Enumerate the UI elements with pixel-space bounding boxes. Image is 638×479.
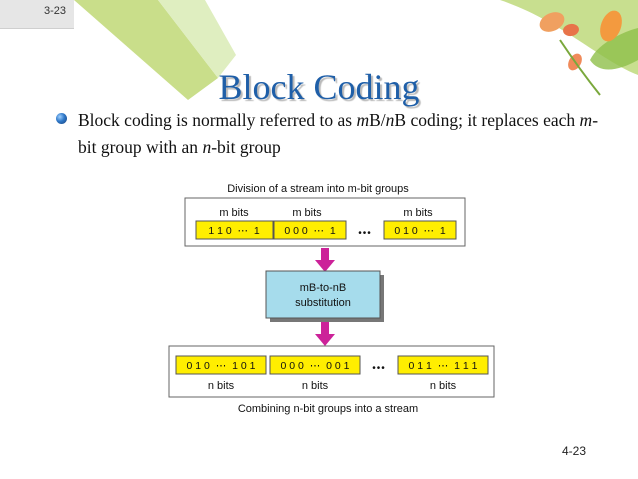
n-bit-label: n bits [208, 380, 235, 392]
bullet-text-var-m: m [580, 110, 593, 130]
substitution-label-line2: substitution [295, 297, 351, 309]
down-arrow-icon [321, 322, 329, 334]
bottom-caption: Combining n-bit groups into a stream [238, 403, 418, 415]
down-arrow-head [315, 260, 335, 272]
m-bit-value: 0 1 0 ⋯ 1 [394, 225, 446, 237]
slide-title: Block Coding [0, 66, 638, 108]
m-bit-value: 0 0 0 ⋯ 1 [284, 225, 336, 237]
top-caption: Division of a stream into m-bit groups [227, 183, 409, 195]
slide-number-label: 3-23 [44, 5, 66, 17]
bullet-text-var-m: m [356, 110, 369, 130]
substitution-label-line1: mB-to-nB [300, 282, 346, 294]
down-arrow-head [315, 334, 335, 346]
m-bit-value: 1 1 0 ⋯ 1 [208, 225, 260, 237]
m-bit-label: m bits [219, 207, 249, 219]
m-ellipsis: ••• [358, 228, 372, 239]
bullet-text-part: B coding; it replaces each [394, 110, 579, 130]
bullet-text-part: B/ [369, 110, 386, 130]
substitution-box [266, 271, 380, 318]
m-bit-label: m bits [292, 207, 322, 219]
bullet-text: Block coding is normally referred to as … [78, 107, 598, 161]
bullet-text-part: Block coding is normally referred to as [78, 110, 356, 130]
block-coding-diagram: Division of a stream into m-bit groups m… [160, 176, 505, 418]
n-bit-value: 0 1 1 ⋯ 1 1 1 [409, 360, 478, 372]
n-ellipsis: ••• [372, 363, 386, 374]
page-number: 4-23 [562, 444, 586, 458]
bullet-text-var-n: n [202, 137, 211, 157]
down-arrow-icon [321, 248, 329, 260]
bullet-icon [56, 113, 67, 124]
n-bit-value: 0 0 0 ⋯ 0 0 1 [281, 360, 350, 372]
n-bit-value: 0 1 0 ⋯ 1 0 1 [187, 360, 256, 372]
n-bit-label: n bits [430, 380, 457, 392]
n-bit-label: n bits [302, 380, 329, 392]
bullet-text-part: -bit group [211, 137, 281, 157]
m-bit-label: m bits [403, 207, 433, 219]
